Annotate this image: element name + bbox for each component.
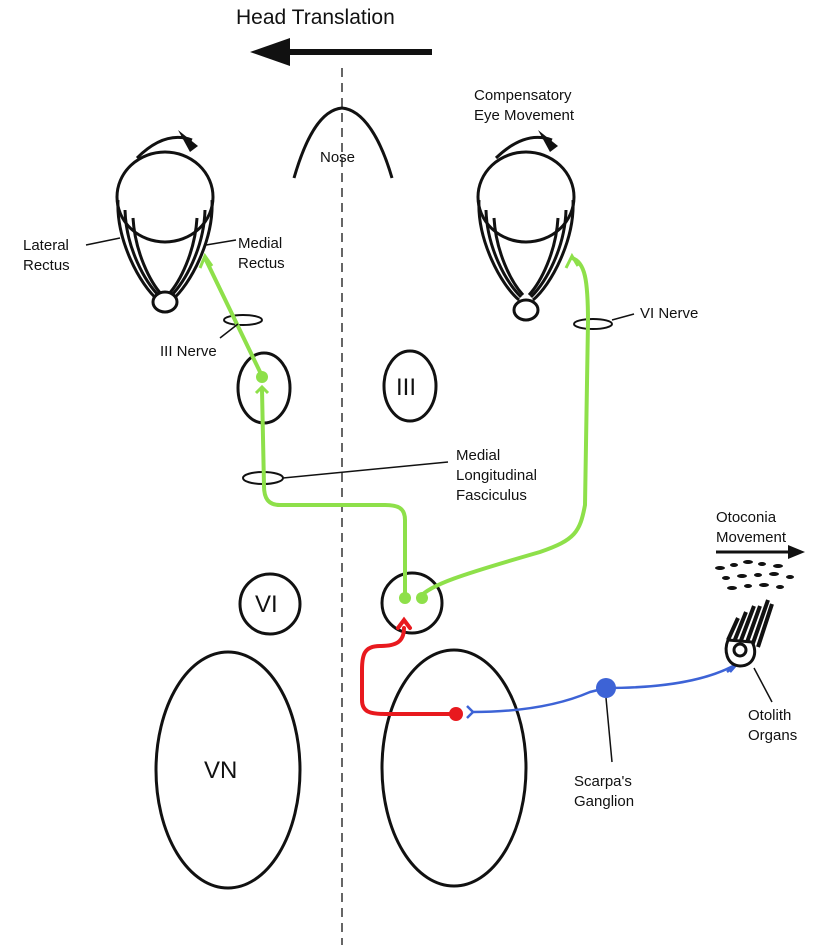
vi-nucleus-label: VI [255, 591, 278, 618]
nose-label: Nose [320, 149, 356, 166]
iii-nerve-ring [223, 314, 263, 326]
otoconia-movement-arrow [716, 545, 805, 559]
right-vi-nucleus [380, 571, 444, 635]
scarpa-label-line1: Scarpa's [574, 773, 632, 790]
right-iii-nucleus [382, 349, 438, 423]
nose-outline [292, 106, 394, 179]
medial-rectus-label-line1: Medial [238, 235, 283, 252]
otolith-organ [724, 599, 774, 668]
right-eye [476, 130, 576, 322]
green-pathway [203, 256, 591, 599]
red-terminal-dot [449, 707, 463, 721]
lateral-rectus-label-line2: Rectus [23, 257, 70, 274]
left-vi-nucleus [238, 572, 302, 636]
otolith-label-line2: Organs [748, 727, 798, 744]
otoconia-label-line2: Movement [716, 529, 787, 546]
otoconia-label-line1: Otoconia [716, 509, 777, 526]
red-pathway [360, 616, 457, 716]
iii-nucleus-label: III [396, 374, 417, 401]
scarpas-ganglion-dot [596, 678, 616, 698]
leader-lines [85, 237, 773, 763]
green-terminals [198, 252, 580, 604]
otoconia-particles [715, 560, 794, 590]
vn-label: VN [204, 757, 238, 784]
vi-nerve-label: VI Nerve [640, 305, 699, 322]
right-vestibular-nucleus [380, 648, 528, 888]
mlf-label-line2: Longitudinal [456, 467, 537, 484]
compensatory-label-line1: Compensatory [474, 87, 572, 104]
mlf-label-line3: Fasciculus [456, 487, 527, 504]
head-translation-arrow [250, 38, 432, 66]
scarpa-label-line2: Ganglion [574, 793, 635, 810]
medial-rectus-label-line2: Rectus [238, 255, 285, 272]
diagram-title: Head Translation [236, 6, 395, 29]
iii-nerve-label: III Nerve [160, 343, 217, 360]
vi-nerve-ring [573, 318, 613, 330]
otolith-label-line1: Otolith [748, 707, 792, 724]
mlf-label-line1: Medial [456, 447, 501, 464]
lateral-rectus-label-line1: Lateral [23, 237, 69, 254]
left-eye [115, 130, 215, 314]
compensatory-label-line2: Eye Movement [474, 107, 575, 124]
left-vestibular-nucleus [154, 650, 302, 890]
